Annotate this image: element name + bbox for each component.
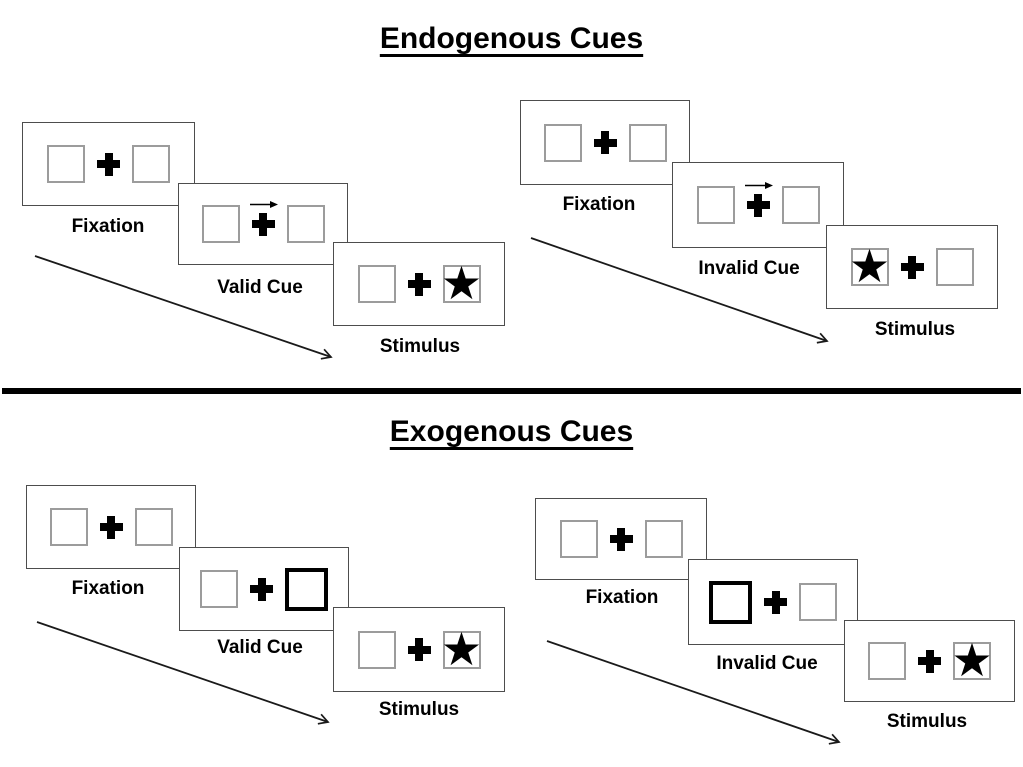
plus-icon xyxy=(900,255,924,279)
left-box xyxy=(49,508,88,546)
right-box xyxy=(935,248,974,286)
plus-icon xyxy=(407,638,431,661)
left-box xyxy=(543,123,582,162)
right-box xyxy=(285,567,328,611)
right-box xyxy=(628,123,667,162)
panel-label: Fixation xyxy=(71,216,145,237)
left-box xyxy=(868,642,906,680)
panel-content xyxy=(689,560,857,644)
fixation-cross xyxy=(99,515,123,539)
panel-invalid-cue xyxy=(672,162,844,248)
plus-icon xyxy=(251,212,275,236)
plus-icon xyxy=(918,649,941,673)
panel-valid-cue xyxy=(178,183,348,265)
panel-content xyxy=(23,123,194,205)
fixation-cross xyxy=(407,638,431,661)
fixation-cross xyxy=(609,527,633,551)
exogenous-title-text: Exogenous Cues xyxy=(389,415,634,448)
panel-content: ★ xyxy=(334,243,504,325)
panel-label: Stimulus xyxy=(378,699,460,720)
right-box: ★ xyxy=(440,256,483,310)
plus-icon xyxy=(99,515,123,539)
section-divider xyxy=(2,388,1021,394)
left-box xyxy=(357,630,396,669)
panel-invalid-cue xyxy=(688,559,858,645)
panel-content xyxy=(27,486,195,568)
panel-label: Valid Cue xyxy=(217,277,303,298)
fixation-cross xyxy=(407,272,431,296)
right-box xyxy=(134,508,173,546)
fixation-cross xyxy=(764,590,787,614)
fixation-cross xyxy=(250,577,273,601)
cue-arrow-icon xyxy=(744,181,773,189)
right-box xyxy=(644,520,683,558)
panel-label: Valid Cue xyxy=(217,637,303,658)
fixation-cross xyxy=(249,200,278,236)
plus-icon xyxy=(407,272,431,296)
right-box xyxy=(132,145,170,183)
fixation-cross xyxy=(900,255,924,279)
panel-label: Fixation xyxy=(71,578,145,599)
endogenous-invalid-time-arrow xyxy=(530,237,829,344)
panel-label: Fixation xyxy=(562,194,636,215)
endogenous-title-text: Endogenous Cues xyxy=(379,22,644,55)
panel-content xyxy=(673,163,843,247)
panel-fixation xyxy=(22,122,195,206)
right-box xyxy=(781,186,820,224)
panel-valid-cue xyxy=(179,547,349,631)
fixation-cross xyxy=(918,649,941,673)
right-box: ★ xyxy=(440,621,483,676)
left-box xyxy=(696,186,735,224)
panel-label: Stimulus xyxy=(886,711,968,732)
right-box: ★ xyxy=(951,633,993,687)
panel-label: Fixation xyxy=(585,587,659,608)
right-box xyxy=(286,205,325,243)
plus-icon xyxy=(593,131,617,154)
panel-label: Invalid Cue xyxy=(716,653,818,674)
panel-content: ★ xyxy=(827,226,997,308)
panel-label: Stimulus xyxy=(379,336,461,357)
panel-stimulus: ★ xyxy=(826,225,998,309)
plus-icon xyxy=(609,527,633,551)
endogenous-valid-time-arrow xyxy=(34,255,333,360)
panel-content xyxy=(180,548,348,630)
left-box xyxy=(201,205,240,243)
left-box xyxy=(559,520,598,558)
panel-content xyxy=(179,184,347,264)
panel-label: Stimulus xyxy=(874,319,956,340)
cue-arrow-icon xyxy=(249,200,278,208)
panel-stimulus: ★ xyxy=(333,607,505,692)
plus-icon xyxy=(746,193,770,217)
endogenous-section-title: Endogenous Cues xyxy=(0,22,1023,56)
left-box xyxy=(47,145,85,183)
left-box: ★ xyxy=(848,239,891,293)
plus-icon xyxy=(250,577,273,601)
panel-stimulus: ★ xyxy=(844,620,1015,702)
panel-content xyxy=(536,499,706,579)
right-box xyxy=(799,583,837,621)
exogenous-section-title: Exogenous Cues xyxy=(0,415,1023,449)
panel-stimulus: ★ xyxy=(333,242,505,326)
plus-icon xyxy=(97,152,120,176)
left-box xyxy=(709,580,752,624)
panel-content: ★ xyxy=(334,608,504,691)
panel-fixation xyxy=(520,100,690,185)
panel-content: ★ xyxy=(845,621,1014,701)
panel-fixation xyxy=(26,485,196,569)
panel-fixation xyxy=(535,498,707,580)
plus-icon xyxy=(764,590,787,614)
panel-content xyxy=(521,101,689,184)
panel-label: Invalid Cue xyxy=(698,258,800,279)
fixation-cross xyxy=(97,152,120,176)
fixation-cross xyxy=(593,131,617,154)
left-box xyxy=(357,265,396,303)
left-box xyxy=(200,570,238,608)
fixation-cross xyxy=(744,181,773,217)
